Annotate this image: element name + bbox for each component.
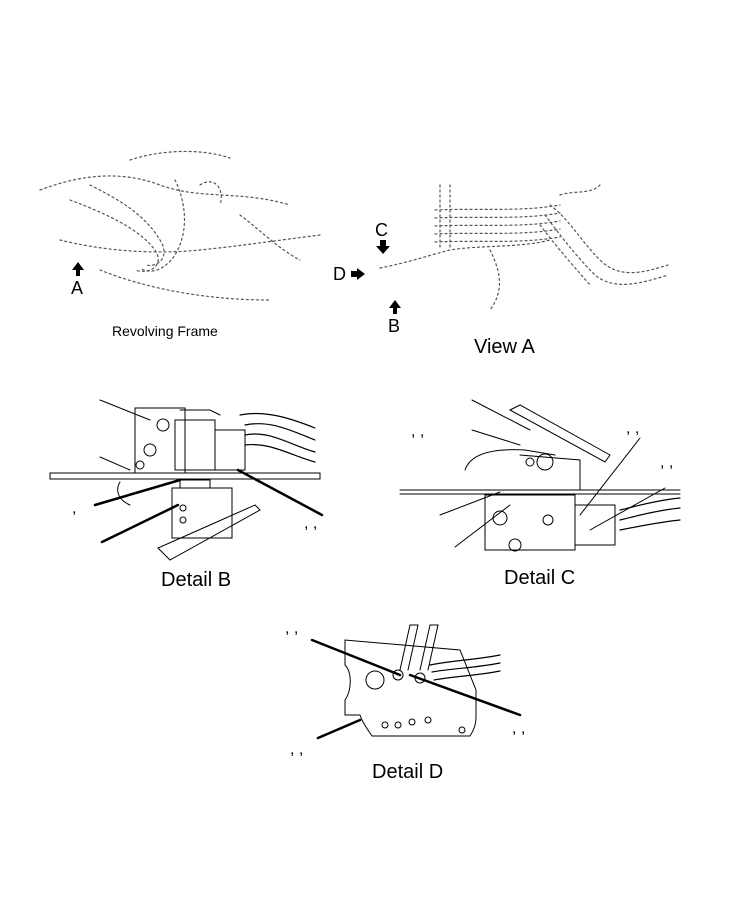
- arrow-a-label: A: [71, 278, 84, 298]
- arrow-d-icon: [351, 268, 365, 280]
- callout-d2: , ,: [512, 720, 526, 737]
- callout-b1: ,: [72, 500, 77, 517]
- view-a-drawing: [379, 184, 669, 311]
- callout-d3: , ,: [290, 741, 304, 758]
- detail-c-drawing: [399, 399, 681, 552]
- arrow-c-label: C: [375, 220, 388, 240]
- callout-c2: , ,: [626, 420, 640, 437]
- revolving-frame-drawing: [39, 150, 321, 301]
- callout-d1: , ,: [285, 620, 299, 637]
- arrow-d-label: D: [333, 264, 346, 284]
- detail-b-drawing: [49, 399, 324, 561]
- arrow-a-icon: [72, 262, 84, 276]
- revolving-frame-caption: Revolving Frame: [112, 323, 218, 339]
- detail-d-drawing: [310, 624, 522, 740]
- arrow-c-icon: [376, 240, 390, 254]
- arrow-b-icon: [389, 300, 401, 314]
- view-a-caption: View A: [474, 336, 535, 358]
- callout-c3: , ,: [660, 454, 674, 471]
- callout-b2: , ,: [304, 515, 318, 532]
- detail-d-caption: Detail D: [372, 761, 444, 783]
- view-a-arrows: [351, 240, 401, 314]
- arrow-b-label: B: [388, 316, 401, 336]
- callout-c1: , ,: [411, 423, 425, 440]
- detail-c-caption: Detail C: [504, 567, 576, 589]
- detail-b-caption: Detail B: [161, 569, 232, 591]
